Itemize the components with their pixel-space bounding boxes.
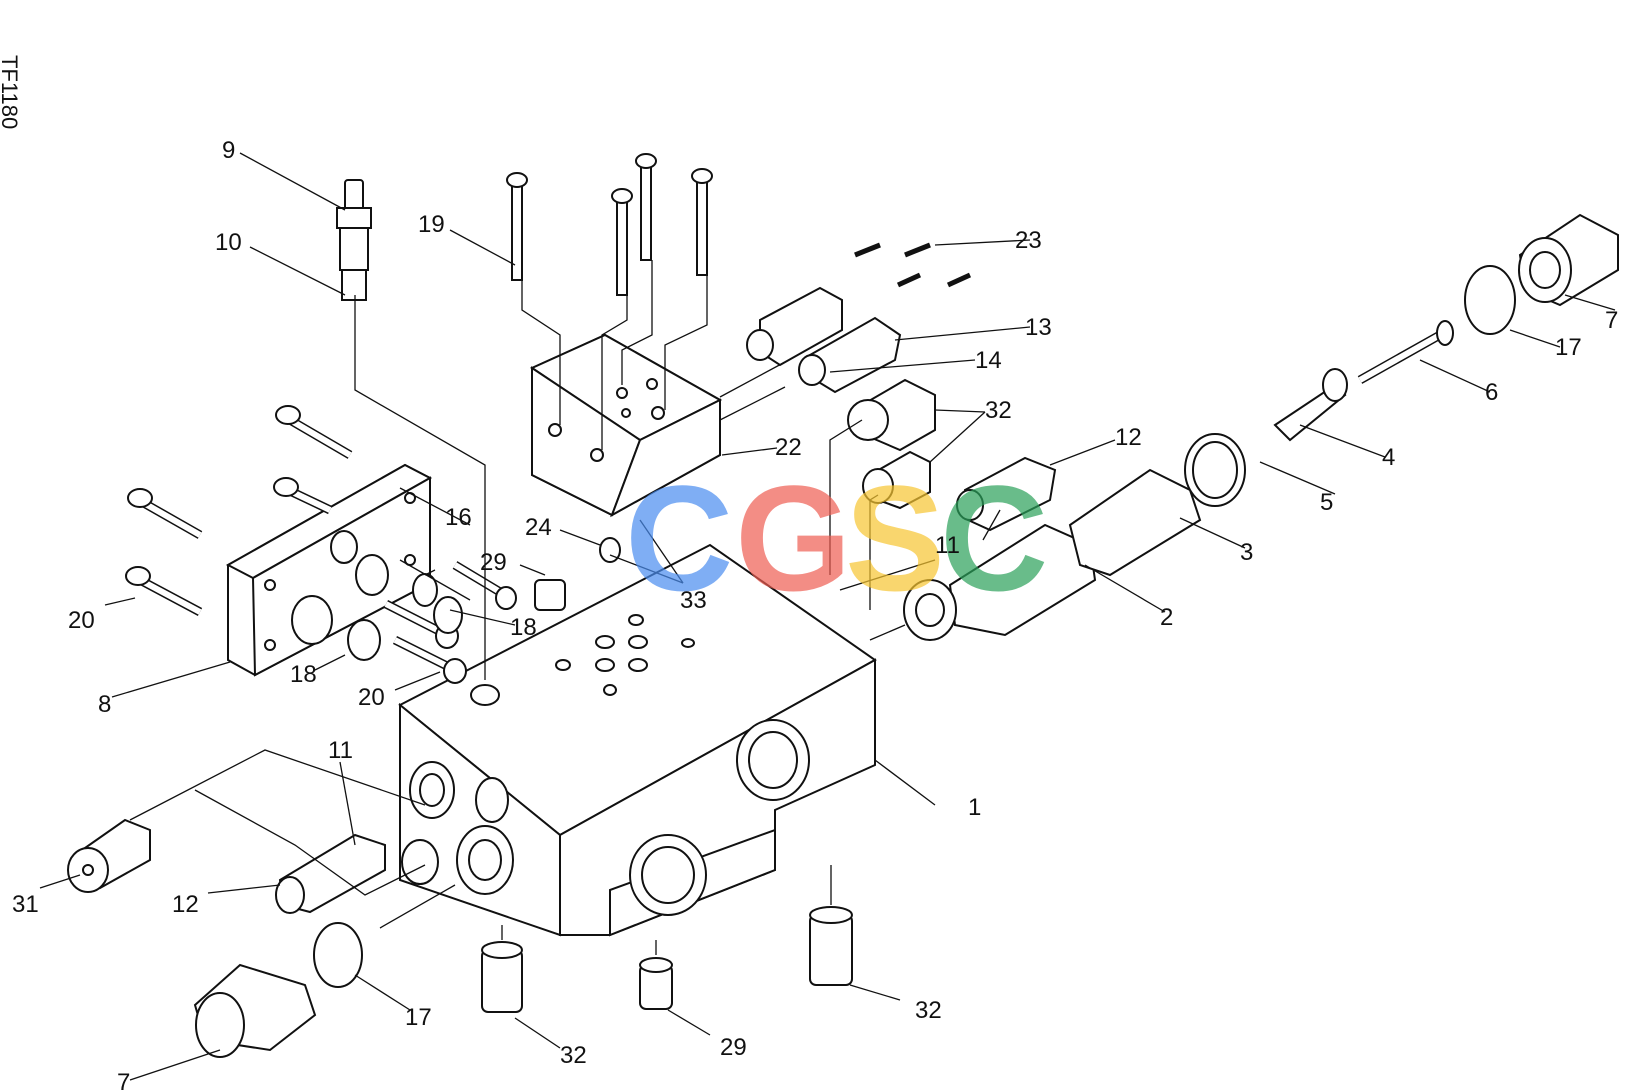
callout-1: 1 bbox=[968, 794, 981, 821]
bottom-plugs-part-32-29 bbox=[481, 537, 853, 1013]
callout-17-upper: 17 bbox=[1555, 334, 1582, 361]
callout-20-left: 20 bbox=[68, 607, 95, 634]
solenoid-cartridges-part-13-14 bbox=[746, 242, 972, 394]
watermark-letter-g: G bbox=[735, 454, 852, 622]
callout-6: 6 bbox=[1485, 379, 1498, 406]
callout-32-upper: 32 bbox=[985, 397, 1012, 424]
callout-31: 31 bbox=[12, 891, 39, 918]
callout-16: 16 bbox=[445, 504, 472, 531]
callout-32-bottom-left: 32 bbox=[560, 1042, 587, 1069]
callout-3: 3 bbox=[1240, 539, 1253, 566]
callout-8: 8 bbox=[98, 691, 111, 718]
figure-reference: TF1180 bbox=[0, 55, 22, 129]
relief-valve-part-9-10 bbox=[336, 179, 372, 301]
callout-29-lower: 29 bbox=[720, 1034, 747, 1061]
spool-assembly-part-2-3-4-5-6 bbox=[903, 320, 1454, 641]
callout-2: 2 bbox=[1160, 604, 1173, 631]
callout-20-right: 20 bbox=[358, 684, 385, 711]
callout-11-right: 11 bbox=[935, 532, 960, 559]
callout-5: 5 bbox=[1320, 489, 1333, 516]
callout-18-left: 18 bbox=[290, 661, 317, 688]
callout-10: 10 bbox=[215, 229, 242, 256]
fitting-part-7-lower bbox=[193, 922, 363, 1058]
callout-17-lower: 17 bbox=[405, 1004, 432, 1031]
plugs-part-32-upper bbox=[847, 378, 936, 510]
valve-block-part-22 bbox=[529, 333, 723, 518]
leader-lines bbox=[39, 152, 1616, 1081]
callout-18-right: 18 bbox=[510, 614, 537, 641]
callout-32-bottom-right: 32 bbox=[915, 997, 942, 1024]
watermark-letter-s: S bbox=[845, 454, 945, 622]
callout-13: 13 bbox=[1025, 314, 1052, 341]
callout-4: 4 bbox=[1382, 444, 1395, 471]
callout-14: 14 bbox=[975, 347, 1002, 374]
watermark-letter-c1: C bbox=[625, 454, 733, 622]
callout-22: 22 bbox=[775, 434, 802, 461]
callout-33: 33 bbox=[680, 587, 707, 614]
fitting-part-7-upper bbox=[1464, 213, 1619, 335]
callout-7-lower: 7 bbox=[117, 1069, 130, 1091]
flange-plate-part-8 bbox=[225, 463, 433, 677]
callout-29-upper: 29 bbox=[480, 549, 507, 576]
valve-body-part-1 bbox=[398, 543, 877, 937]
o-rings-part-16-18 bbox=[347, 573, 463, 661]
flange-bolts-part-20 bbox=[125, 405, 517, 684]
block-bolts-part-19 bbox=[506, 153, 713, 296]
callout-19: 19 bbox=[418, 211, 445, 238]
callout-23: 23 bbox=[1015, 227, 1042, 254]
watermark-logo: C G S C bbox=[625, 454, 1048, 622]
callout-labels: 1 2 3 4 5 6 7 7 8 9 10 11 11 12 12 13 14… bbox=[12, 137, 1618, 1091]
watermark-letter-c2: C bbox=[940, 454, 1048, 622]
callout-7-upper: 7 bbox=[1605, 307, 1618, 334]
left-cartridge-part-11-12-31 bbox=[67, 818, 386, 914]
callout-12-left: 12 bbox=[172, 891, 199, 918]
callout-11-left: 11 bbox=[328, 737, 353, 764]
callout-24: 24 bbox=[525, 514, 552, 541]
callout-12-right: 12 bbox=[1115, 424, 1142, 451]
callout-9: 9 bbox=[222, 137, 235, 164]
